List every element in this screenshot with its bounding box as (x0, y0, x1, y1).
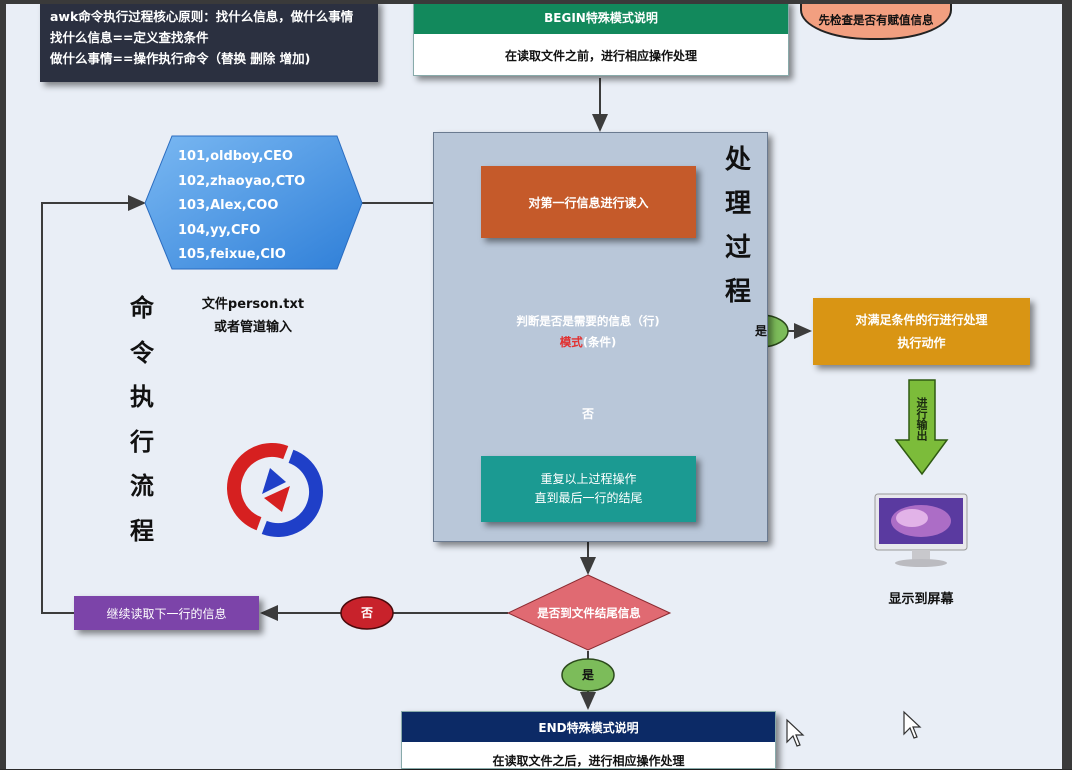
decision-match-line-2: 模式(条件) (490, 332, 686, 353)
decision-match-text: 判断是否是需要的信息（行) 模式(条件) (490, 311, 686, 353)
flow-char: 流 (130, 472, 154, 500)
output-arrow-shape (894, 379, 949, 476)
act-line-1: 对满足条件的行进行处理 (855, 312, 988, 327)
window-frame-right (1062, 0, 1072, 769)
data-hexagon-text: 101,oldboy,CEO 102,zhaoyao,CTO 103,Alex,… (178, 145, 338, 268)
process-char: 程 (724, 277, 751, 307)
flow-char: 执 (130, 383, 154, 411)
flow-char: 行 (130, 427, 154, 456)
yes-label-1: 是 (754, 324, 767, 338)
flow-char: 程 (130, 516, 154, 545)
no-label-2: 否 (360, 606, 373, 620)
source-line: 或者管道输入 (213, 320, 292, 335)
decision-eof-text: 是否到文件结尾信息 (537, 606, 641, 620)
act-line-2: 执行动作 (897, 335, 946, 350)
end-box: END特殊模式说明 在读取文件之后，进行相应操作处理 (401, 711, 776, 769)
command-flow-vertical-title: 命 令 执 行 流 程 (124, 286, 160, 553)
process-vertical-title: 处 理 过 程 (720, 138, 756, 314)
repeat-line-2: 直到最后一行的结尾 (534, 491, 643, 505)
end-body: 在读取文件之后，进行相应操作处理 (492, 754, 685, 768)
process-char: 过 (724, 233, 751, 263)
source-label: 文件person.txt 或者管道输入 (188, 293, 318, 339)
refresh-icon (227, 443, 323, 537)
mouse-cursor-icon (903, 710, 922, 739)
no-ellipse-2 (340, 596, 394, 630)
data-line: 104,yy,CFO (178, 222, 261, 238)
flow-char: 命 (130, 294, 154, 322)
mouse-cursor-icon (786, 718, 805, 747)
decision-match-line-1: 判断是否是需要的信息（行) (516, 314, 660, 328)
window-frame-top (0, 0, 1072, 4)
output-arrow-label: 进行输出 (915, 397, 928, 441)
begin-title: BEGIN特殊模式说明 (414, 1, 788, 34)
monitor-label: 显示到屏幕 (888, 592, 954, 607)
note-line-2: 找什么信息==定义查找条件 (50, 30, 209, 45)
yes-ellipse-2 (561, 658, 615, 692)
note-line-3: 做什么事情==操作执行命令（替换 删除 增加) (50, 51, 311, 66)
note-line-1: awk命令执行过程核心原则：找什么信息，做什么事情 (50, 9, 354, 24)
data-line: 102,zhaoyao,CTO (178, 173, 306, 189)
no-label-1: 否 (581, 407, 594, 421)
window-frame-left (0, 0, 6, 769)
act-on-match-box: 对满足条件的行进行处理 执行动作 (813, 298, 1030, 365)
core-principle-note: awk命令执行过程核心原则：找什么信息，做什么事情 找什么信息==定义查找条件 … (40, 0, 378, 82)
repeat-line-1: 重复以上过程操作 (540, 472, 637, 486)
monitor-icon (874, 493, 968, 567)
data-hexagon (144, 135, 363, 270)
flow-char: 令 (130, 338, 154, 367)
end-title: END特殊模式说明 (402, 712, 775, 742)
data-line: 105,feixue,CIO (178, 247, 286, 262)
repeat-process-box: 重复以上过程操作 直到最后一行的结尾 (481, 456, 696, 522)
source-line: 文件person.txt (201, 297, 305, 312)
process-char: 理 (724, 189, 751, 219)
data-line: 103,Alex,COO (178, 198, 279, 213)
read-first-line-box: 对第一行信息进行读入 (481, 166, 696, 238)
condition-text: (条件) (582, 335, 617, 349)
begin-body: 在读取文件之前，进行相应操作处理 (504, 48, 697, 63)
pattern-highlight: 模式 (559, 335, 583, 349)
yes-label-2: 是 (581, 668, 594, 682)
process-char: 处 (724, 145, 751, 175)
continue-next-line-box: 继续读取下一行的信息 (74, 596, 259, 630)
arrow-loop-back (41, 195, 146, 614)
data-line: 101,oldboy,CEO (178, 149, 293, 164)
begin-box: BEGIN特殊模式说明 在读取文件之前，进行相应操作处理 (413, 0, 789, 76)
decision-eof-shape (506, 574, 672, 651)
